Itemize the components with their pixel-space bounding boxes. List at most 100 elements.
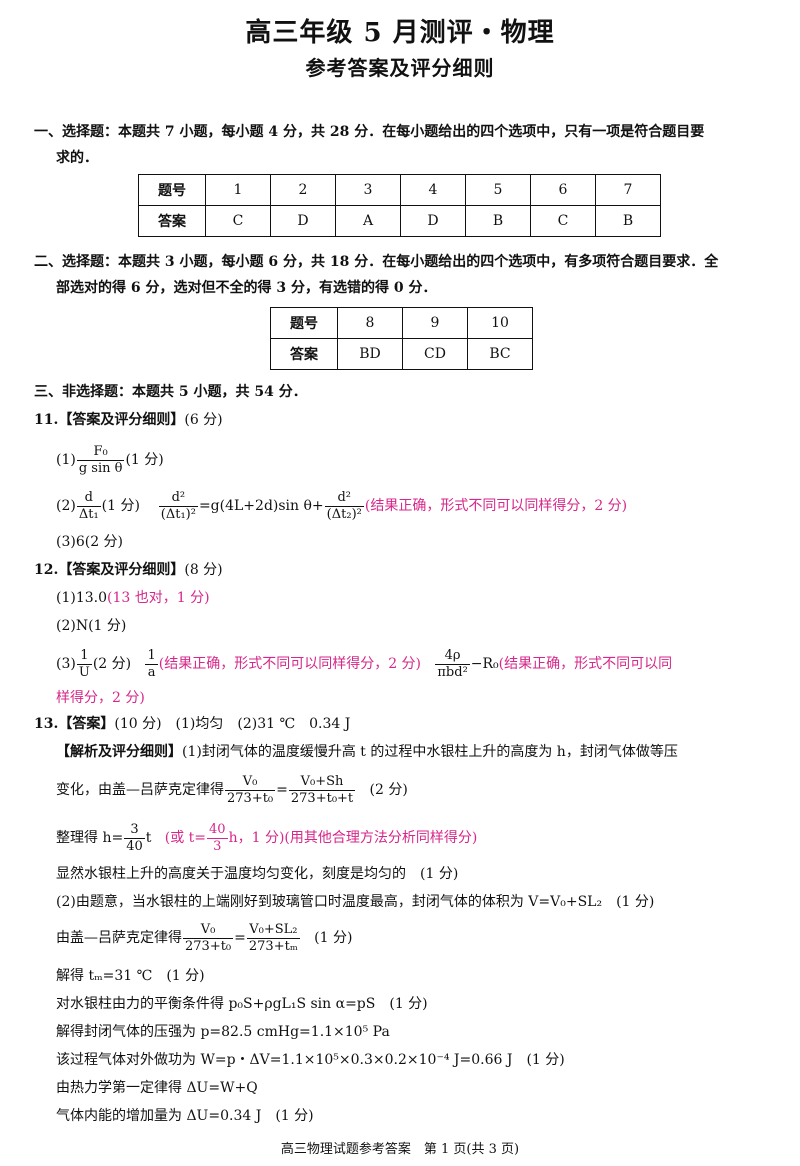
q12-part2: (2)N(1 分) [56, 618, 127, 634]
section1-intro-line1: 一、选择题：本题共 7 小题，每小题 4 分，共 28 分．在每小题给出的四个选… [34, 124, 705, 140]
table-header-cell: 题号 [270, 307, 338, 339]
q12-part3-note1: (结果正确，形式不同可以同样得分，2 分) [158, 656, 422, 672]
fraction-numerator: 40 [207, 821, 228, 839]
fraction-denominator: Δt₁ [78, 506, 99, 522]
fraction-denominator: g sin θ [78, 460, 123, 476]
q12-part3-note2a: (结果正确，形式不同可以同 [498, 656, 673, 672]
table-cell: 3 [335, 174, 401, 206]
q12-part3-note2b: 样得分，2 分) [56, 690, 145, 706]
fraction-numerator: 1 [145, 647, 158, 665]
q13-a3-h: h，1 分) [228, 830, 285, 846]
table-cell: BD [337, 338, 403, 370]
fraction-numerator: V₀+SL₂ [246, 922, 300, 939]
section1-intro-line2: 求的． [56, 150, 98, 166]
fraction-numerator: d [76, 490, 101, 507]
table-cell: D [270, 205, 336, 237]
section2-intro-line2: 部选对的得 6 分，选对但不全的得 3 分，有选错的得 0 分． [56, 280, 437, 296]
q13-a3-text: 整理得 h= [56, 830, 124, 846]
fraction-denominator: (Δt₂)² [326, 506, 362, 522]
fraction-denominator: 273+t₀+t [290, 790, 354, 806]
q12-part1-note: (13 也对，1 分) [107, 590, 210, 606]
fraction-numerator: V₀ [225, 774, 276, 791]
q11-part2-label: (2) [56, 498, 76, 514]
page-title: 高三年级 5 月测评・物理 [245, 18, 555, 48]
page-subtitle: 参考答案及评分细则 [305, 56, 495, 80]
q13-analysis-line1: 【解析及评分细则】(1)封闭气体的温度缓慢升高 t 的过程中水银柱上升的高度为 … [56, 742, 678, 762]
q12-part3-minus: −R₀ [470, 656, 499, 672]
fraction-numerator: 1 [76, 648, 92, 665]
q11-part2-eq-middle: =g(4L+2d)sin θ+ [198, 498, 324, 514]
q13-a6-text: 由盖—吕萨克定律得 [56, 930, 182, 946]
fraction-denominator: 273+t₀ [185, 938, 232, 954]
table-row: 答案 BD CD BC [270, 338, 533, 370]
q13-analysis-line12: 气体内能的增加量为 ΔU=0.34 J (1 分) [56, 1108, 314, 1124]
q13-analysis-line7: 解得 tₘ=31 ℃ (1 分) [56, 968, 205, 984]
table-cell: CD [402, 338, 468, 370]
table-row: 题号 1 2 3 4 5 6 7 [138, 174, 661, 206]
table-cell: B [595, 205, 661, 237]
q11-part1-label: (1) [56, 452, 76, 468]
q12-part1-answer: (1)13.0 [56, 590, 108, 606]
q11-part2-eq-fraction1: d²(Δt₁)² [158, 490, 198, 523]
q12-part3-label: (3) [56, 656, 76, 672]
table-header-cell: 题号 [138, 174, 206, 206]
fraction-numerator: 4ρ [435, 648, 470, 665]
section2-intro-line1: 二、选择题：本题共 3 小题，每小题 6 分，共 18 分．在每小题给出的四个选… [34, 254, 719, 270]
fraction-denominator: 273+tₘ [248, 938, 298, 954]
q13-analysis-text1: (1)封闭气体的温度缓慢升高 t 的过程中水银柱上升的高度为 h，封闭气体做等压 [182, 744, 678, 760]
q11-part2-score: (1 分) [101, 498, 140, 514]
fraction-denominator: πbd² [437, 664, 468, 680]
q13-analysis-line11: 由热力学第一定律得 ΔU=W+Q [56, 1080, 258, 1096]
fraction-numerator: F₀ [76, 444, 125, 461]
table-cell: 5 [465, 174, 531, 206]
q11-heading-points: (6 分) [184, 412, 223, 428]
table-cell: 2 [270, 174, 336, 206]
q13-heading-label: 13.【答案】 [34, 716, 115, 732]
q13-a2-equals: = [276, 782, 288, 798]
answer-table-1: 题号 1 2 3 4 5 6 7 答案 C D A D B C B [138, 174, 661, 237]
q13-analysis-line8: 对水银柱由力的平衡条件得 p₀S+ρgL₁S sin α=pS (1 分) [56, 996, 428, 1012]
fraction-denominator: U [78, 664, 90, 680]
q13-analysis-line5: (2)由题意，当水银柱的上端刚好到玻璃管口时温度最高，封闭气体的体积为 V=V₀… [56, 894, 655, 910]
table-header-cell: 答案 [138, 205, 206, 237]
fraction-denominator: 40 [126, 838, 143, 854]
fraction-numerator: V₀ [183, 922, 234, 939]
q13-a3-t: t [145, 830, 152, 846]
fraction-denominator: (Δt₁)² [160, 506, 196, 522]
table-row: 答案 C D A D B C B [138, 205, 661, 237]
page-footer: 高三物理试题参考答案 第 1 页(共 3 页) [280, 1142, 520, 1157]
answer-table-2: 题号 8 9 10 答案 BD CD BC [270, 307, 533, 370]
q11-heading-label: 11.【答案及评分细则】 [34, 412, 185, 428]
table-cell: 6 [530, 174, 596, 206]
table-cell: 9 [402, 307, 468, 339]
q11-part2-eq-fraction2: d²(Δt₂)² [324, 490, 364, 523]
fraction-numerator: d² [158, 490, 198, 507]
fraction-numerator: 3 [124, 822, 145, 839]
q13-a3-note: (用其他合理方法分析同样得分) [284, 830, 478, 846]
q12-part1: (1)13.0(13 也对，1 分) [56, 588, 210, 608]
q13-analysis-line9: 解得封闭气体的压强为 p=82.5 cmHg=1.1×10⁵ Pa [56, 1024, 390, 1040]
fraction-denominator: a [147, 664, 156, 680]
q12-heading: 12.【答案及评分细则】(8 分) [34, 560, 223, 580]
q13-a2-text: 变化，由盖—吕萨克定律得 [56, 782, 224, 798]
table-cell: BC [467, 338, 533, 370]
q13-a6-equals: = [234, 930, 246, 946]
q13-heading-rest: (10 分) (1)均匀 (2)31 ℃ 0.34 J [114, 716, 351, 732]
table-cell: C [530, 205, 596, 237]
table-header-cell: 答案 [270, 338, 338, 370]
q13-analysis-line10: 该过程气体对外做功为 W=p・ΔV=1.1×10⁵×0.3×0.2×10⁻⁴ J… [56, 1052, 565, 1068]
q12-heading-points: (8 分) [184, 562, 223, 578]
q13-a3-or: (或 t= [164, 830, 207, 846]
q13-analysis-head: 【解析及评分细则】 [56, 744, 182, 760]
table-cell: A [335, 205, 401, 237]
